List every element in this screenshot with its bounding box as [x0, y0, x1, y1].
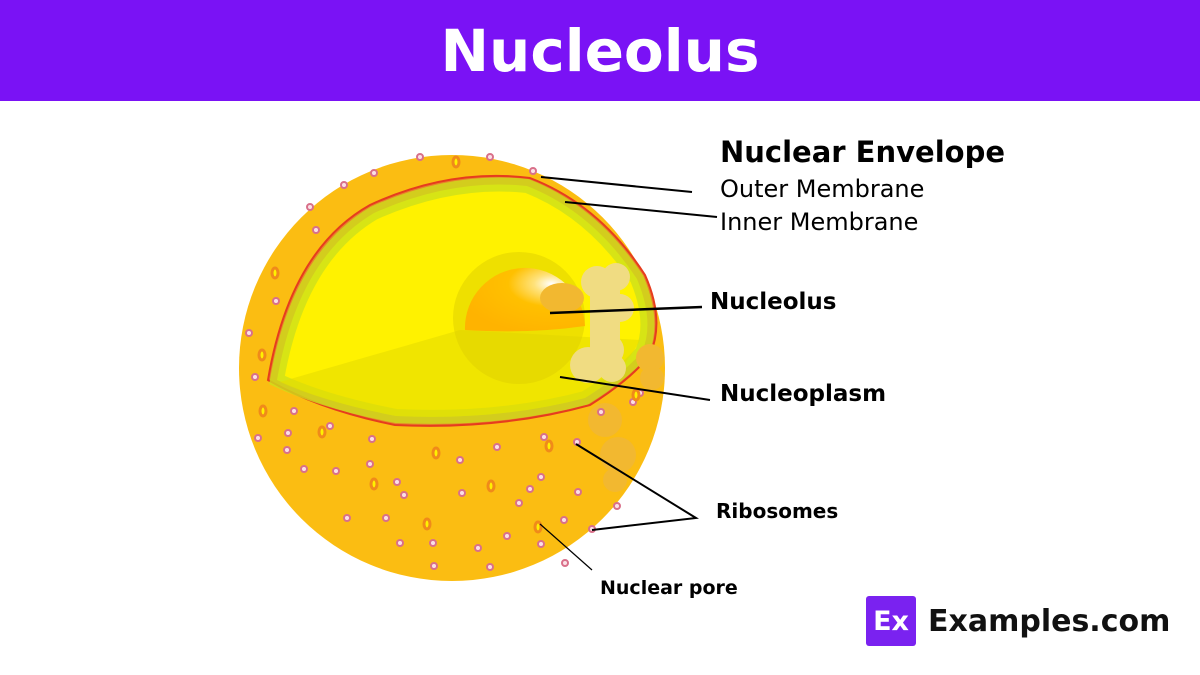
- label-outer-membrane: Outer Membrane: [720, 175, 925, 203]
- brand-name: Examples.com: [928, 603, 1171, 639]
- brand-watermark: Ex Examples.com: [866, 596, 1170, 646]
- title-banner: Nucleolus: [0, 0, 1200, 101]
- brand-logo-icon: Ex: [866, 596, 916, 646]
- ribosome-dots: [245, 153, 644, 571]
- leader-lines: [539, 176, 718, 571]
- label-inner-membrane: Inner Membrane: [720, 208, 919, 236]
- granular-material: [570, 263, 634, 383]
- nucleolus-body: [453, 252, 585, 384]
- label-nucleolus: Nucleolus: [710, 289, 837, 315]
- page-title: Nucleolus: [440, 16, 760, 85]
- label-nuclear-pore: Nuclear pore: [600, 577, 738, 599]
- pore-clusters: [588, 344, 664, 492]
- label-nucleoplasm: Nucleoplasm: [720, 381, 887, 407]
- label-nuclear-envelope: Nuclear Envelope: [720, 135, 1006, 169]
- label-ribosomes: Ribosomes: [716, 499, 839, 523]
- nuclear-pore-dots: [257, 155, 641, 534]
